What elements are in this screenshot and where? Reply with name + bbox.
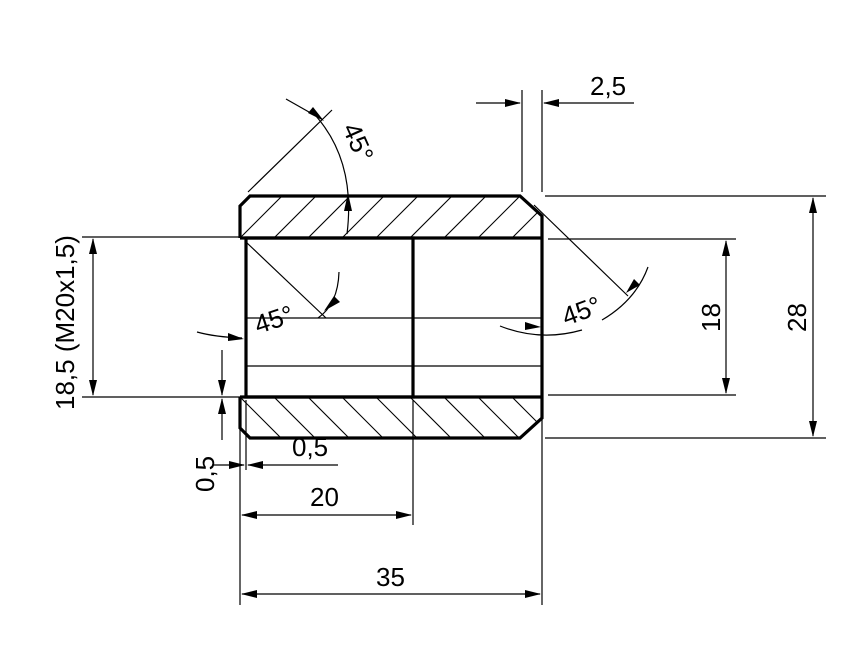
dim-chamfer-horizontal: 0,5 (292, 432, 328, 462)
dimension-lines (92, 98, 814, 595)
dim-bore-diameter: 18 (696, 303, 726, 332)
dim-angle-right: 45° (558, 290, 605, 332)
dim-top-wall: 2,5 (590, 71, 626, 101)
section-hatching (240, 196, 542, 438)
dim-thread-length: 20 (310, 482, 339, 512)
extension-lines (82, 90, 826, 605)
arrowheads (89, 99, 817, 598)
inner-thin-lines (245, 241, 542, 367)
dim-outer-diameter: 28 (782, 303, 812, 332)
dimension-labels: 2,5 45° 45° 45° 28 18 18,5 (M20x1,5) 0,5… (50, 71, 812, 592)
dim-total-length: 35 (376, 562, 405, 592)
dim-chamfer-vertical: 0,5 (190, 456, 220, 492)
dim-angle-top: 45° (337, 118, 380, 166)
dim-thread: 18,5 (M20x1,5) (50, 235, 80, 410)
dim-angle-left: 45° (251, 299, 298, 340)
